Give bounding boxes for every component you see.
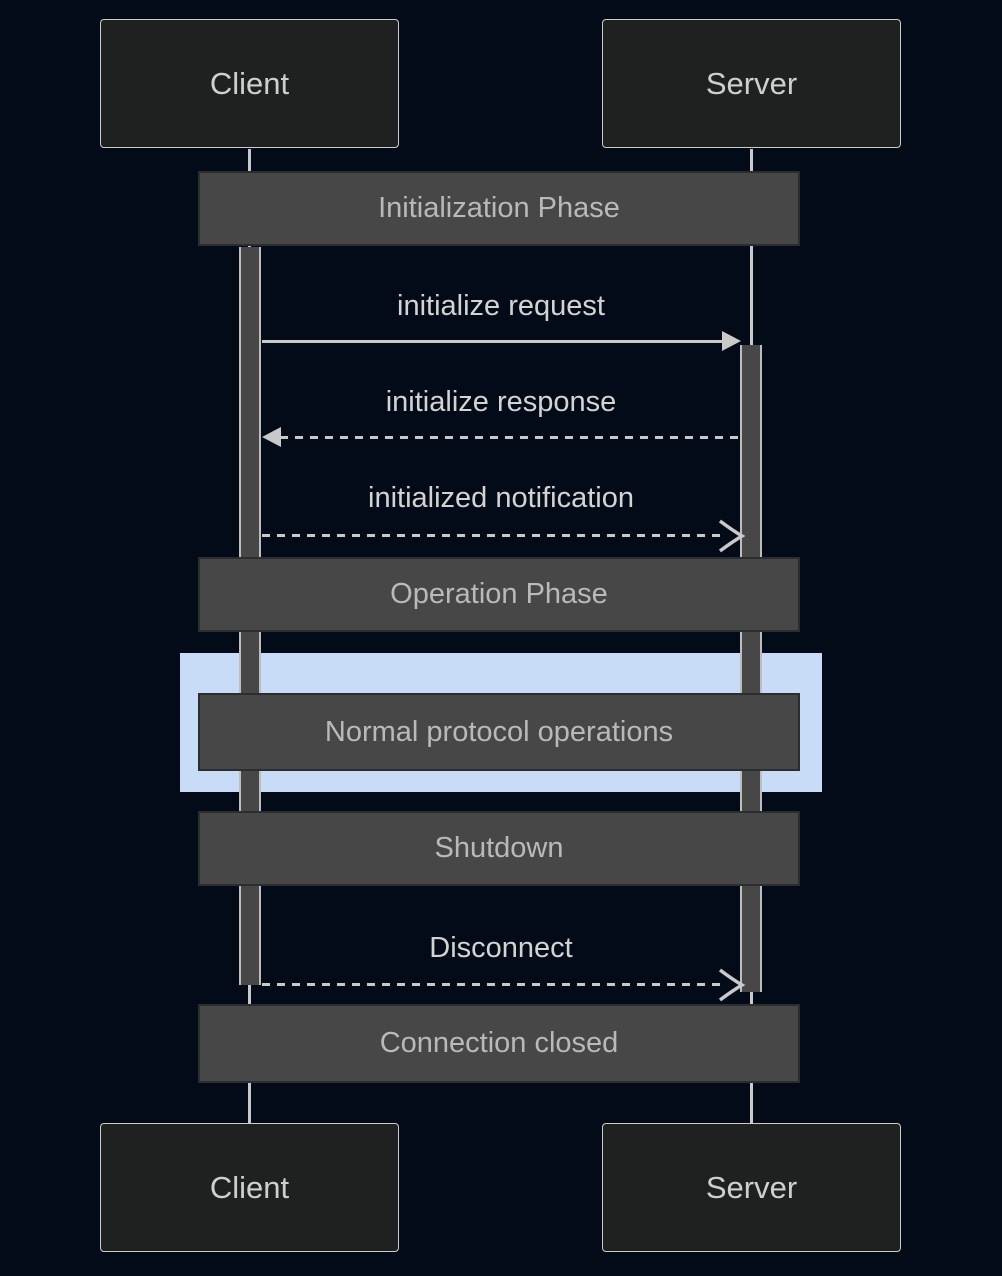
server-activation-bar (740, 345, 762, 992)
phase-normal-operations-label: Normal protocol operations (324, 715, 674, 748)
actor-server-bottom: Server (602, 1123, 901, 1252)
phase-normal-operations: Normal protocol operations (198, 693, 800, 771)
actor-client-top-label: Client (209, 65, 290, 101)
message-disconnect-line (262, 983, 722, 986)
actor-client-top: Client (100, 19, 399, 148)
open-arrowhead-icon (718, 519, 746, 553)
phase-connection-closed: Connection closed (198, 1004, 800, 1083)
phase-initialization: Initialization Phase (198, 171, 800, 246)
message-initialized-notification-label: initialized notification (368, 482, 634, 514)
phase-operation-label: Operation Phase (390, 578, 608, 610)
message-initialize-request-line (262, 340, 724, 343)
message-initialized-notification-line (262, 534, 722, 537)
phase-connection-closed-label: Connection closed (379, 1027, 619, 1059)
actor-server-top-label: Server (705, 65, 798, 101)
phase-operation: Operation Phase (198, 557, 800, 632)
message-initialize-request-label: initialize request (397, 290, 605, 322)
message-initialize-response-label: initialize response (385, 386, 617, 418)
phase-initialization-label: Initialization Phase (378, 192, 620, 224)
actor-client-bottom: Client (100, 1123, 399, 1252)
message-disconnect-label: Disconnect (429, 932, 573, 964)
phase-shutdown: Shutdown (198, 811, 800, 886)
open-arrowhead-icon (718, 968, 746, 1002)
filled-arrowhead-right-icon (722, 331, 741, 351)
filled-arrowhead-left-icon (262, 427, 281, 447)
message-initialize-response-line (280, 436, 741, 439)
phase-shutdown-label: Shutdown (434, 832, 564, 864)
actor-server-bottom-label: Server (705, 1169, 798, 1205)
actor-server-top: Server (602, 19, 901, 148)
actor-client-bottom-label: Client (209, 1169, 290, 1205)
